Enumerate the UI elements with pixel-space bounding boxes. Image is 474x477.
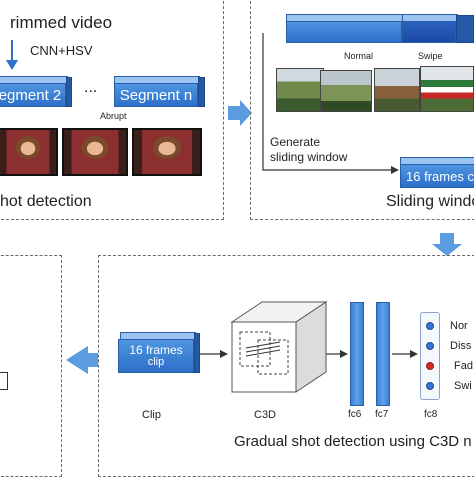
fc8-label: fc8	[424, 409, 438, 420]
clip-block-line1: 16 frames	[129, 342, 183, 357]
sequence-block-swipe	[402, 21, 456, 43]
segment-2-block: egment 2	[0, 83, 66, 107]
fc8-output-layer	[420, 312, 440, 400]
down-arrow-head	[6, 60, 18, 70]
fc7-label: fc7	[375, 409, 389, 420]
abrupt-label: Abrupt	[100, 111, 127, 121]
frames-window-block: 16 frames c	[400, 164, 474, 188]
normal-label: Normal	[344, 51, 374, 61]
output-node-1	[426, 322, 434, 330]
scene-thumb-2	[320, 70, 372, 112]
video-frame-3	[132, 128, 202, 176]
right-arrow-icon	[228, 100, 252, 126]
sliding-window-panel	[250, 0, 474, 220]
c3d-label: C3D	[254, 409, 277, 421]
segment-n-label: Segment n	[119, 86, 193, 104]
fc6-layer	[350, 302, 364, 406]
result-panel	[0, 255, 62, 477]
video-frame-1	[0, 128, 58, 176]
output-label-3: Fad	[454, 360, 473, 372]
segment-2-label: egment 2	[0, 86, 62, 104]
result-box	[0, 372, 8, 390]
clip-block: 16 frames clip	[118, 339, 194, 373]
clip-block-line2: clip	[147, 355, 165, 368]
output-label-2: Diss	[450, 340, 472, 352]
sliding-window-connector	[262, 33, 393, 171]
method-label: CNN+HSV	[30, 43, 93, 58]
sequence-block-normal	[286, 21, 402, 43]
fc6-label: fc6	[348, 409, 362, 420]
video-title: rimmed video	[10, 13, 113, 32]
frames-window-label: 16 frames c	[406, 168, 474, 184]
video-frame-2	[62, 128, 128, 176]
shot-detection-caption: hot detection	[0, 193, 92, 210]
clip-label: Clip	[142, 409, 161, 421]
fc7-layer	[376, 302, 390, 406]
output-node-4	[426, 382, 434, 390]
scene-thumb-4	[420, 66, 474, 112]
ellipsis-label: ...	[84, 79, 98, 96]
scene-thumb-1	[276, 68, 324, 112]
down-arrow-icon	[432, 233, 462, 256]
swipe-label: Swipe	[418, 51, 443, 61]
generate-label-line2: sliding window	[270, 150, 348, 164]
sliding-window-caption: Sliding windo	[386, 193, 474, 210]
generate-label-line1: Generate	[270, 135, 321, 149]
output-label-4: Swi	[454, 380, 472, 392]
left-arrow-icon	[66, 346, 98, 374]
output-node-2	[426, 342, 434, 350]
output-node-3	[426, 362, 434, 370]
output-label-1: Nor	[450, 320, 468, 332]
shot-detection-panel	[0, 0, 224, 220]
segment-n-block: Segment n	[114, 83, 198, 107]
gradual-detection-caption: Gradual shot detection using C3D n	[234, 433, 472, 450]
scene-thumb-3	[374, 68, 420, 112]
